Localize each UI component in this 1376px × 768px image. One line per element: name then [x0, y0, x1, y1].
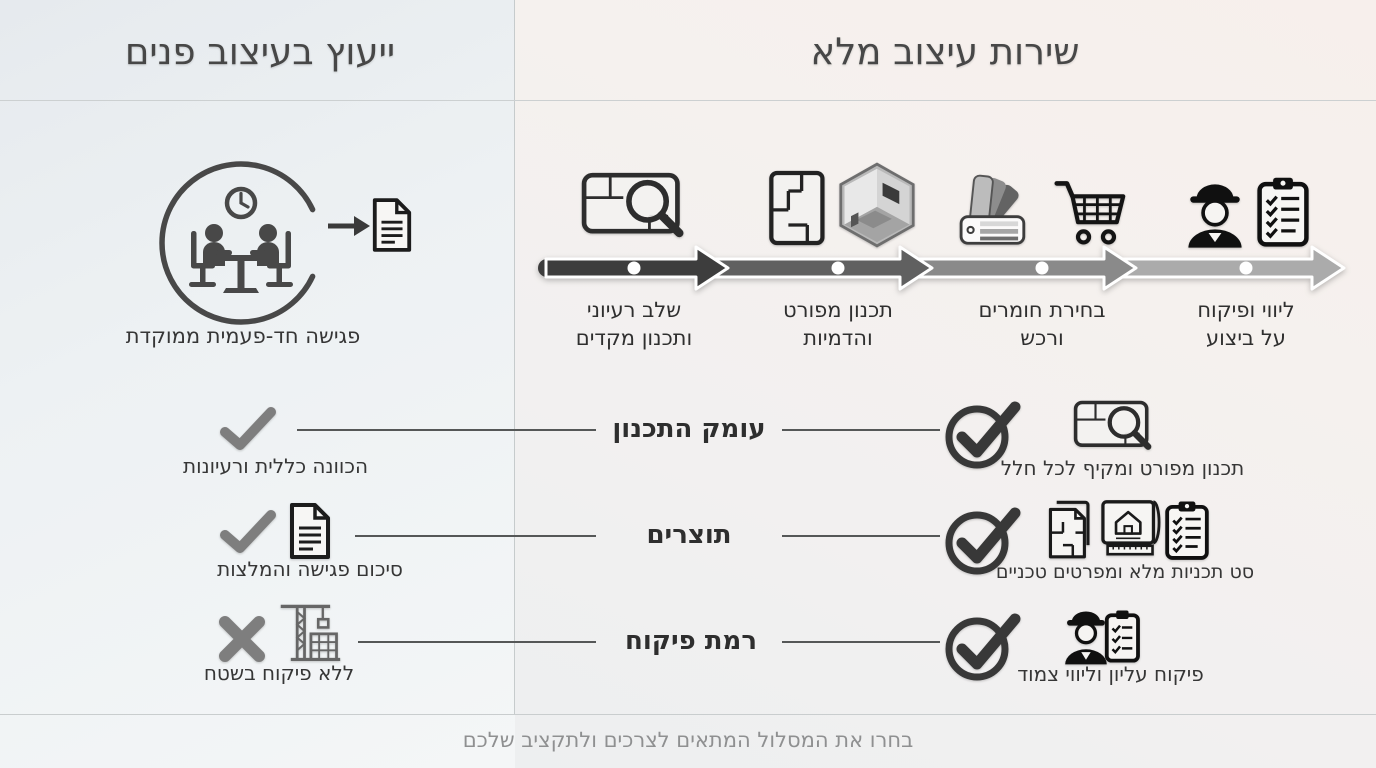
row3-right-caption: פיקוח עליון וליווי צמוד — [1017, 662, 1204, 686]
row1-left-caption: הכוונה כללית ורעיונות — [182, 454, 369, 478]
check-circle-icon — [945, 507, 1021, 575]
row2-left-icon — [287, 502, 333, 564]
timeline-segment-2 — [708, 245, 934, 291]
footer-text: בחרו את המסלול המתאים לצרכים ולתקציב שלכ… — [462, 728, 914, 752]
row3-left-mark — [214, 611, 270, 671]
row1-left-mark — [219, 405, 277, 455]
row1-right-mark — [945, 396, 1031, 474]
row2-right-icon-drawing — [1100, 499, 1162, 561]
row1-right-caption: תכנון מפורט ומקיף לכל חלל — [1000, 456, 1245, 480]
meeting-caption: פגישה חד-פעמית ממוקדת — [125, 324, 361, 348]
row3-left-line — [358, 641, 596, 643]
footer-divider — [0, 714, 1376, 715]
construction-worker-icon — [1188, 184, 1242, 248]
timeline-dot-3 — [1035, 261, 1049, 275]
timeline-segment-4 — [1116, 245, 1346, 291]
timeline-step-2-icons — [736, 150, 940, 248]
row3-left-caption: ללא פיקוח בשטח — [203, 661, 355, 685]
timeline-step-3-icons — [940, 150, 1144, 248]
row3-right-line — [782, 641, 940, 643]
row1-right-icon — [1068, 394, 1160, 462]
clock-icon — [224, 186, 258, 220]
timeline-dot-1 — [627, 261, 641, 275]
row2-left-line — [355, 535, 596, 537]
right-panel-title: שירות עיצוב מלא — [810, 30, 1080, 73]
checklist-clipboard-icon — [1257, 177, 1309, 247]
row3-left-icon — [278, 597, 342, 671]
check-circle-icon — [945, 401, 1021, 469]
row2-right-line — [782, 535, 940, 537]
blueprint-magnifier-icon — [1073, 400, 1152, 450]
arrow-right-icon — [328, 216, 370, 236]
checklist-clipboard-icon — [1165, 501, 1209, 560]
shopping-cart-icon — [1054, 181, 1126, 245]
house-drawing-icon — [1101, 500, 1161, 556]
left-panel-background — [0, 0, 515, 768]
row1-label: עומק התכנון — [612, 414, 766, 444]
vertical-divider — [514, 0, 515, 714]
document-icon — [290, 503, 330, 559]
check-circle-icon — [945, 613, 1021, 681]
row3-right-icon — [1062, 602, 1144, 676]
worker-clipboard-icon — [1065, 610, 1140, 665]
row2-right-mark — [945, 502, 1031, 580]
timeline-segment-3 — [912, 245, 1138, 291]
row2-left-mark — [219, 508, 277, 558]
crane-icon — [280, 604, 341, 662]
swatch-fan-icon — [959, 174, 1026, 245]
row1-right-line — [782, 429, 940, 431]
document-icon — [372, 198, 412, 252]
row3-label: רמת פיקוח — [625, 626, 757, 656]
meeting-circle-icon — [159, 161, 316, 325]
right-panel-background — [515, 0, 1376, 768]
timeline-arrow — [538, 245, 1346, 291]
timeline-step-1-icons — [532, 150, 736, 248]
row2-right-icon-clipboard — [1164, 500, 1210, 565]
blueprint-magnifier-icon — [581, 172, 683, 238]
left-panel-title: ייעוץ בעיצוב פנים — [124, 30, 396, 73]
row2-left-caption: סיכום פגישה והמלצות — [217, 557, 403, 581]
check-icon — [220, 510, 276, 553]
row2-right-caption: סט תכניות מלא ומפרטים טכניים — [995, 561, 1255, 583]
header-divider — [0, 100, 1376, 101]
plans-pages-icon — [1048, 500, 1090, 559]
timeline-dot-4 — [1239, 261, 1253, 275]
timeline-icons-row — [532, 150, 1348, 248]
x-icon — [219, 616, 265, 662]
room-3d-icon — [839, 162, 915, 248]
row3-right-mark — [945, 608, 1031, 686]
check-icon — [220, 407, 276, 450]
row1-left-line — [297, 429, 596, 431]
row2-right-icon-plans — [1046, 500, 1096, 564]
row2-label: תוצרים — [646, 520, 732, 550]
timeline-step-4-icons — [1144, 150, 1348, 248]
timeline-dot-2 — [831, 261, 845, 275]
floor-plan-icon — [769, 170, 825, 246]
